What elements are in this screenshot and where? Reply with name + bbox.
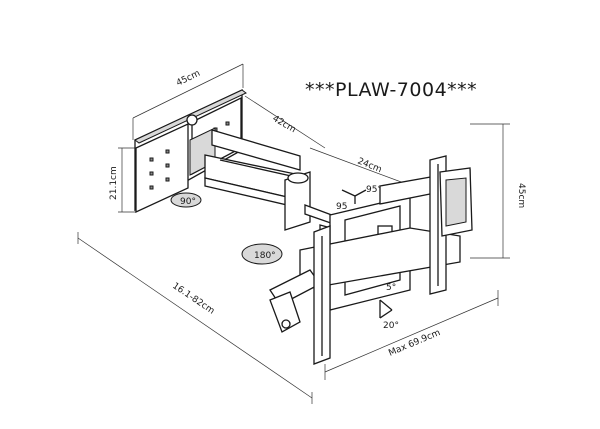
label-wall-rotate: 90° (180, 197, 196, 207)
model-title: ***PLAW-7004*** (305, 79, 477, 101)
label-extension: 16.1-82cm (170, 281, 216, 316)
dim-wall-plate-height: 21.1cm (109, 147, 136, 213)
label-arm-long: 42cm (271, 114, 298, 135)
label-arm-rotate: 180° (254, 251, 276, 261)
dim-arm-short: 24cm (309, 147, 413, 187)
dim-tv-plate-height: 45cm (470, 123, 526, 259)
label-tilt-up: 5° (386, 283, 396, 293)
tv-rail-left (313, 225, 331, 365)
tilt-marker: 5° 20° (379, 283, 399, 331)
rotate-90-marker: 90° (170, 192, 202, 208)
tv-side-arm (439, 167, 473, 237)
label-wall-plate-width: 45cm (175, 69, 202, 89)
label-swivel-right: 95° (366, 185, 382, 195)
label-max-width: Max 69.9cm (387, 328, 442, 359)
dim-arm-long: 42cm (244, 95, 326, 149)
rotate-180-marker: 180° (241, 243, 283, 265)
level-bubble (186, 114, 198, 126)
label-tv-plate-height: 45cm (516, 183, 526, 208)
swivel-marker: 95 95° (336, 185, 382, 212)
label-swivel-left: 95 (336, 202, 347, 212)
label-arm-short: 24cm (356, 157, 383, 176)
label-wall-plate-height: 21.1cm (109, 166, 119, 200)
label-tilt-down: 20° (383, 321, 399, 331)
